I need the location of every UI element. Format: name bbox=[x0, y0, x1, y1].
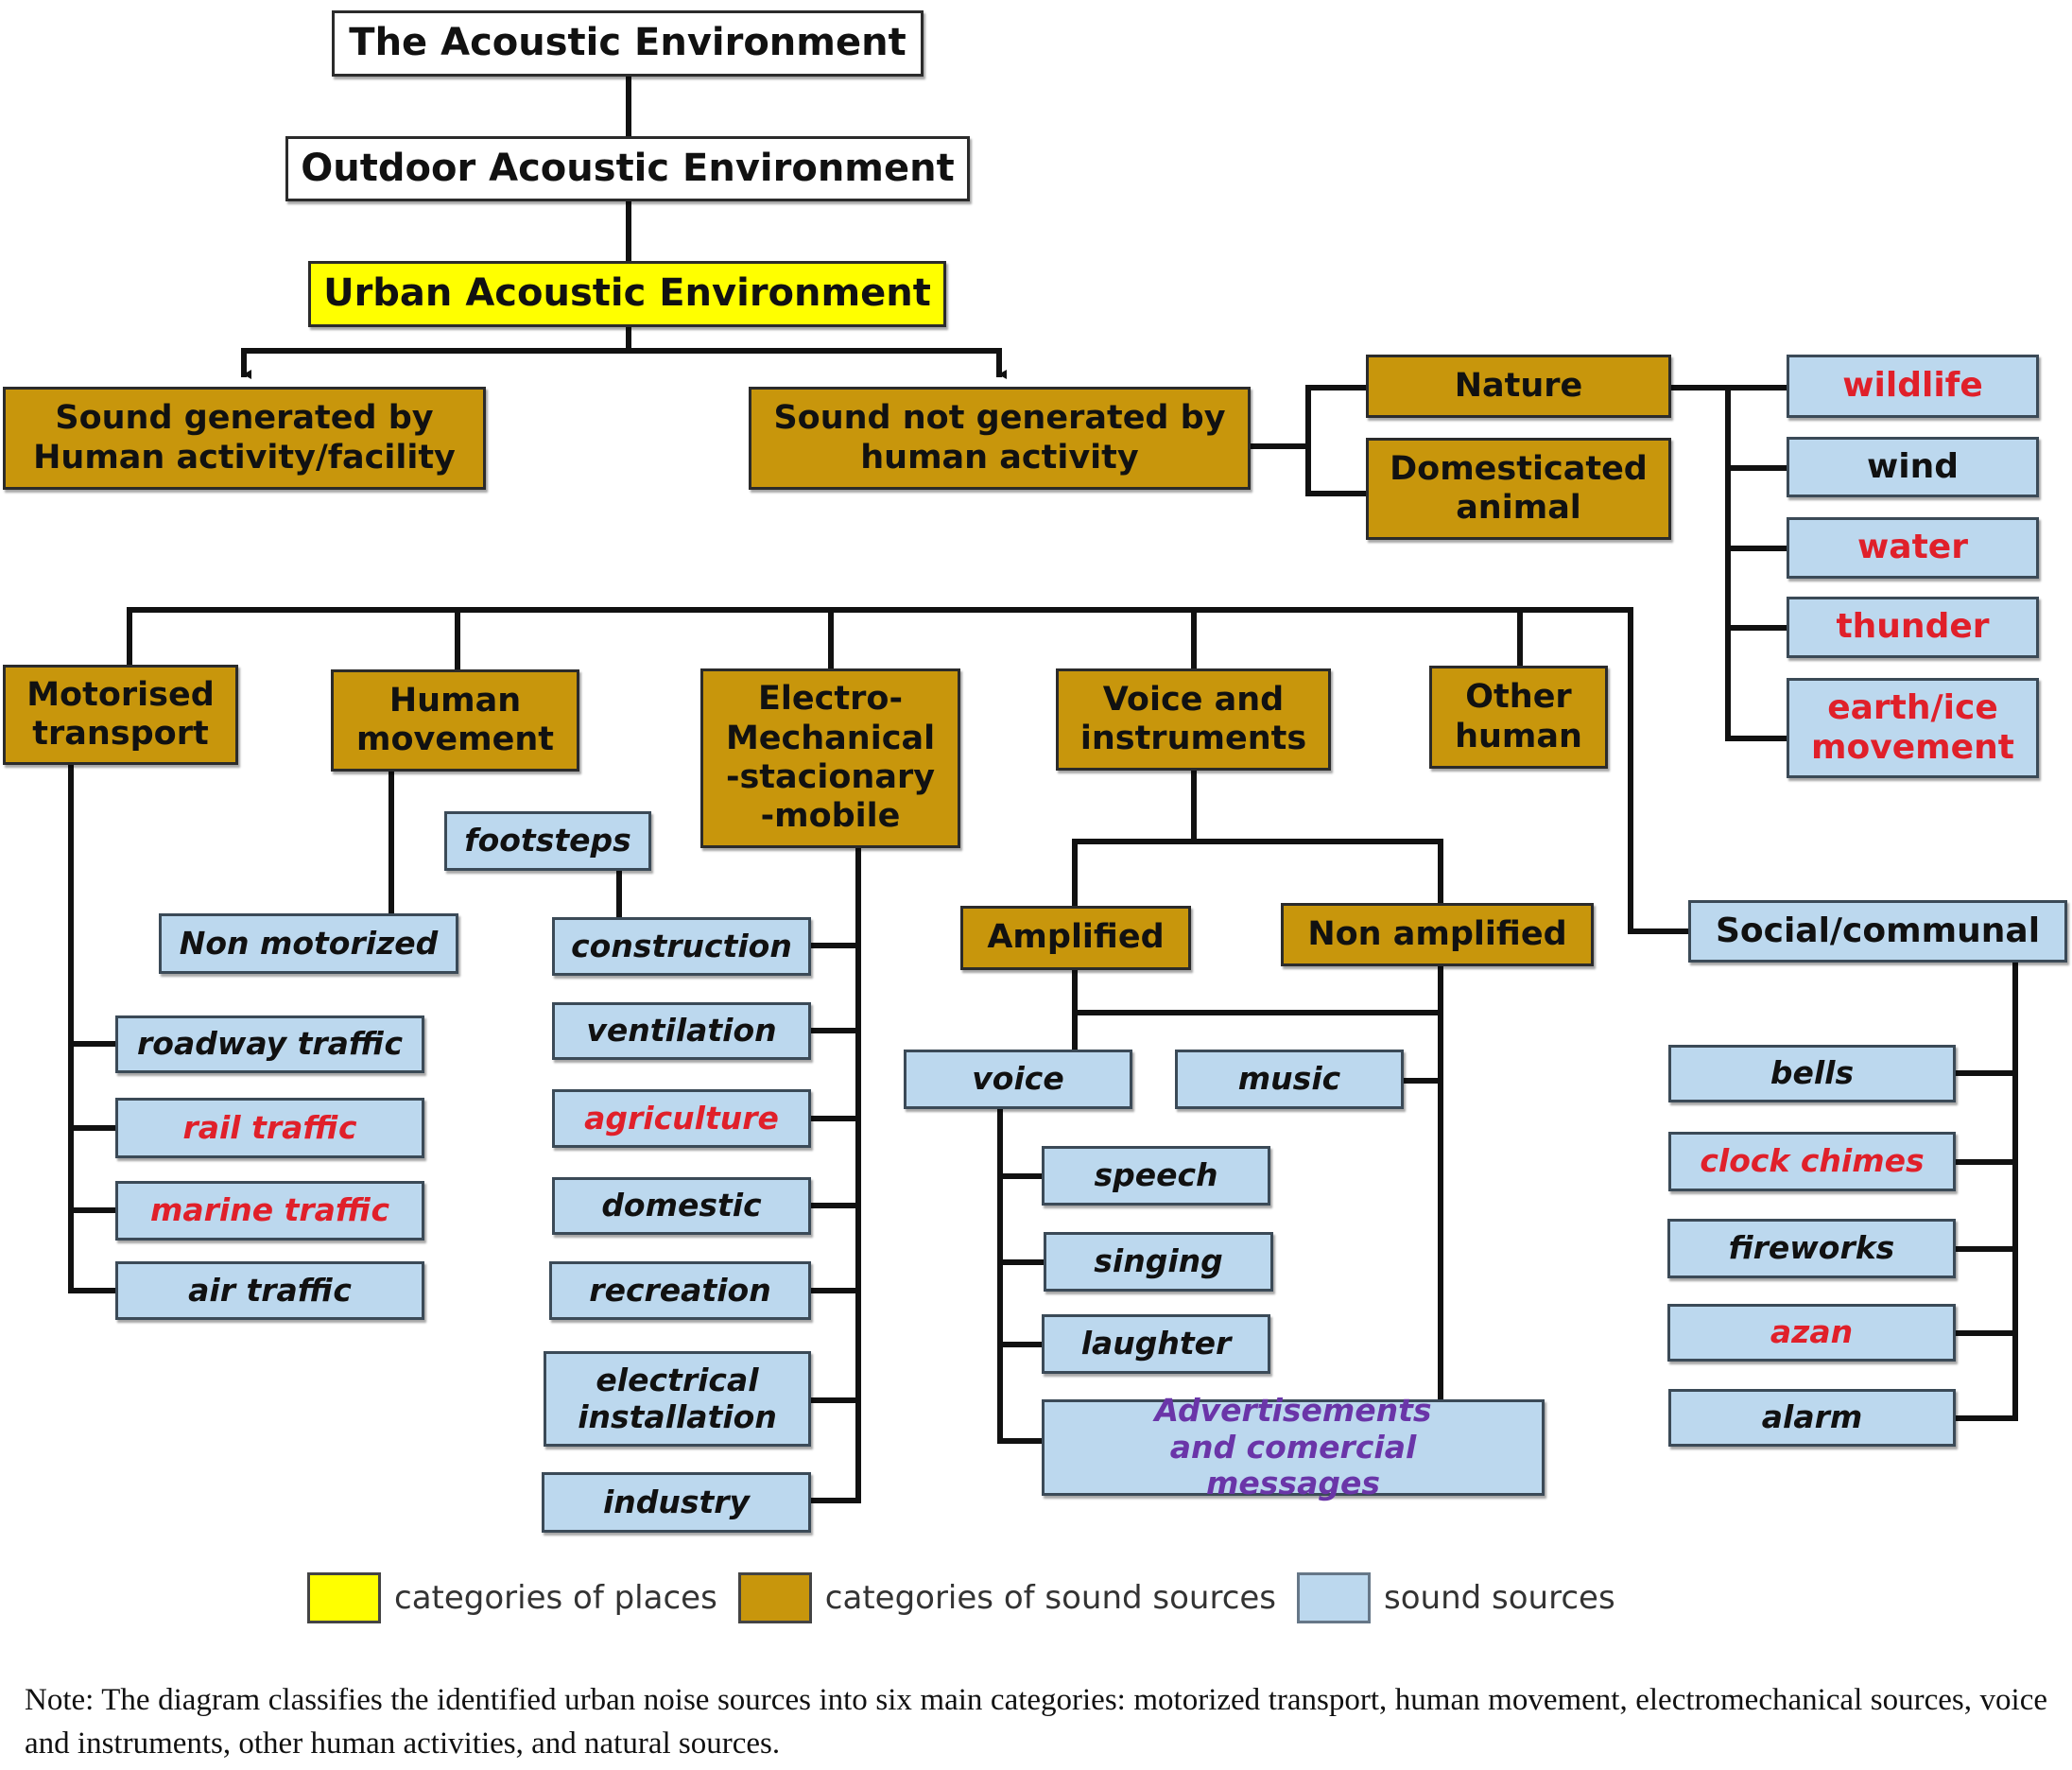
category-other-human: Other human bbox=[1429, 666, 1608, 769]
source-speech: speech bbox=[1042, 1146, 1270, 1206]
legend-swatch-yellow bbox=[307, 1572, 381, 1623]
source-wildlife: wildlife bbox=[1787, 355, 2039, 418]
source-ventilation: ventilation bbox=[552, 1002, 811, 1060]
source-industry: industry bbox=[542, 1472, 811, 1533]
source-rail-traffic: rail traffic bbox=[115, 1098, 424, 1158]
source-fireworks: fireworks bbox=[1667, 1219, 1956, 1278]
category-domesticated-animal: Domesticated animal bbox=[1366, 438, 1671, 540]
acoustic-environment-box: The Acoustic Environment bbox=[332, 10, 924, 77]
source-thunder: thunder bbox=[1787, 597, 2039, 658]
source-clock-chimes: clock chimes bbox=[1668, 1132, 1956, 1191]
source-singing: singing bbox=[1044, 1232, 1273, 1292]
legend-item-sources: sound sources bbox=[1297, 1572, 1615, 1623]
source-laughter: laughter bbox=[1042, 1314, 1270, 1374]
source-recreation: recreation bbox=[549, 1261, 811, 1320]
source-water: water bbox=[1787, 517, 2039, 579]
outdoor-acoustic-environment-box: Outdoor Acoustic Environment bbox=[285, 136, 970, 201]
category-electro-mechanical: Electro- Mechanical -stacionary -mobile bbox=[700, 668, 960, 848]
source-non-motorized: Non motorized bbox=[159, 913, 458, 974]
legend: categories of places categories of sound… bbox=[307, 1570, 1636, 1626]
source-agriculture: agriculture bbox=[552, 1089, 811, 1148]
category-non-amplified: Non amplified bbox=[1281, 903, 1594, 966]
urban-acoustic-environment-box: Urban Acoustic Environment bbox=[308, 261, 946, 327]
source-bells: bells bbox=[1668, 1045, 1956, 1102]
legend-item-categories: categories of sound sources bbox=[737, 1572, 1276, 1623]
source-roadway-traffic: roadway traffic bbox=[115, 1015, 424, 1073]
source-azan: azan bbox=[1667, 1304, 1956, 1362]
source-advertisements: Advertisements and comercial messages bbox=[1042, 1392, 1545, 1501]
category-nature: Nature bbox=[1366, 355, 1671, 418]
source-air-traffic: air traffic bbox=[115, 1261, 424, 1320]
category-motorised-transport: Motorised transport bbox=[3, 665, 238, 765]
category-social-communal: Social/communal bbox=[1688, 900, 2067, 963]
source-domestic: domestic bbox=[552, 1177, 811, 1235]
category-amplified: Amplified bbox=[960, 906, 1191, 970]
source-voice: voice bbox=[904, 1050, 1132, 1109]
source-wind: wind bbox=[1787, 437, 2039, 497]
category-human-movement: Human movement bbox=[331, 669, 579, 772]
source-alarm: alarm bbox=[1668, 1389, 1956, 1447]
source-music: music bbox=[1175, 1050, 1404, 1109]
legend-swatch-gold bbox=[737, 1572, 812, 1623]
source-earth-ice-movement: earth/ice movement bbox=[1787, 678, 2039, 778]
category-voice-and-instruments: Voice and instruments bbox=[1056, 668, 1331, 771]
legend-item-places: categories of places bbox=[307, 1572, 717, 1623]
source-footsteps: footsteps bbox=[444, 811, 651, 871]
non-human-activity-branch: Sound not generated by human activity bbox=[749, 387, 1251, 490]
human-activity-branch: Sound generated by Human activity/facili… bbox=[3, 387, 486, 490]
legend-swatch-blue bbox=[1297, 1572, 1372, 1623]
source-marine-traffic: marine traffic bbox=[115, 1181, 424, 1241]
source-electrical-installation: electrical installation bbox=[544, 1351, 811, 1447]
source-construction: construction bbox=[552, 917, 811, 976]
figure-note: Note: The diagram classifies the identif… bbox=[25, 1683, 2047, 1761]
